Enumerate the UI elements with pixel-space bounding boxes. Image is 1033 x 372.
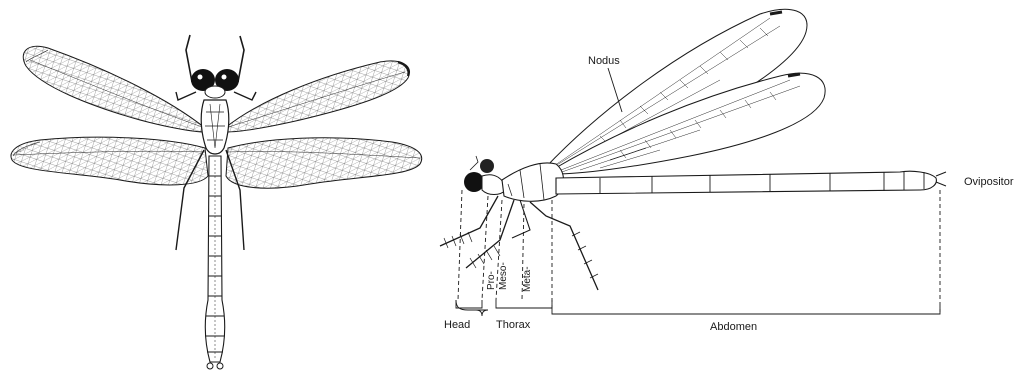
damselfly-abdomen — [556, 171, 946, 194]
label-meso: Meso- — [498, 262, 509, 290]
dragonfly-illustration — [11, 35, 422, 369]
label-thorax: Thorax — [496, 319, 531, 331]
label-abdomen: Abdomen — [710, 321, 757, 333]
region-brackets — [456, 300, 940, 316]
dragonfly-thorax — [201, 100, 229, 154]
dragonfly-head — [191, 69, 239, 98]
body-division-lines — [458, 190, 940, 312]
damselfly-head — [464, 156, 506, 195]
dragonfly-right-hindwing — [226, 138, 422, 188]
dragonfly-right-forewing — [225, 61, 410, 132]
label-meta: Meta- — [522, 266, 533, 292]
damselfly-legs — [440, 196, 598, 290]
damselfly-thorax — [502, 163, 564, 201]
label-nodus: Nodus — [588, 55, 620, 67]
label-head: Head — [444, 319, 470, 331]
dragonfly-left-forewing — [23, 46, 205, 132]
dragonfly-left-hindwing — [11, 137, 208, 185]
label-ovipositor: Ovipositor — [964, 176, 1014, 188]
damselfly-illustration: Nodus Ovipositor Head Pro- Meso- Meta- T… — [440, 9, 1014, 333]
dragonfly-abdomen — [205, 156, 225, 369]
label-pro: Pro- — [486, 271, 497, 290]
